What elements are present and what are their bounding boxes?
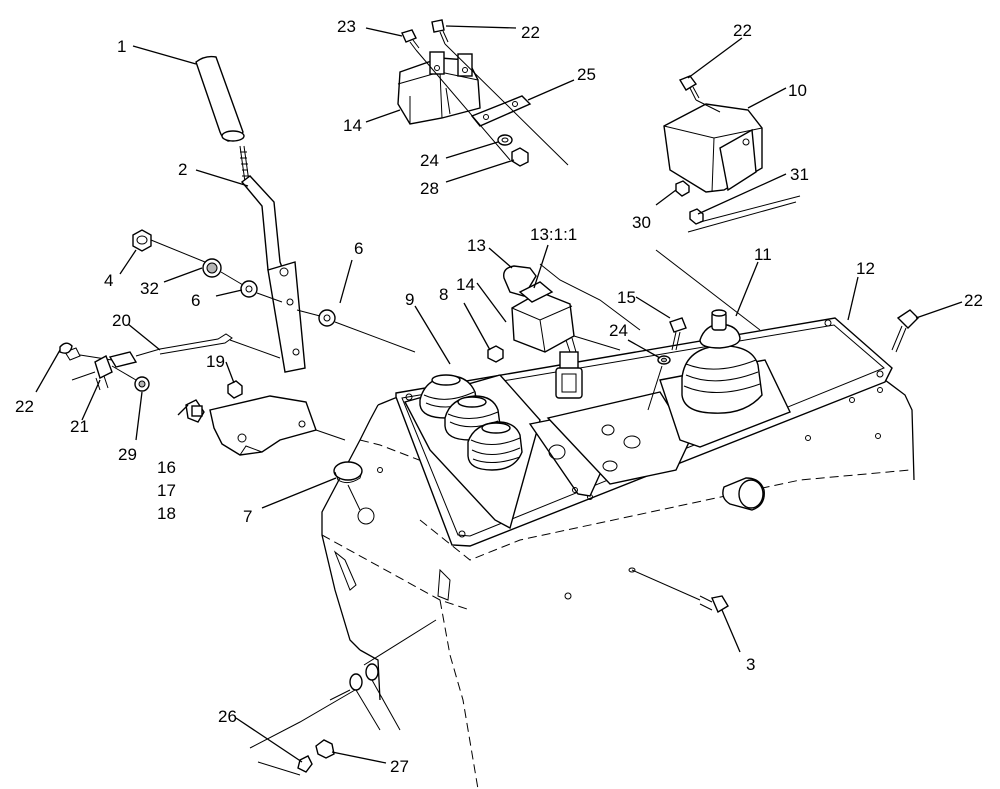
callout-17: 17	[157, 481, 176, 500]
bolt-15	[647, 317, 687, 411]
callout-6-right: 6	[354, 239, 363, 258]
callout-19: 19	[206, 352, 225, 371]
middle-plates	[528, 391, 691, 497]
switch-bracket	[185, 380, 346, 456]
callout-2: 2	[178, 160, 187, 179]
grip-1	[195, 55, 245, 142]
small-hardware-left	[132, 229, 416, 353]
callout-27: 27	[390, 757, 409, 776]
callout-13-1-1: 13:1:1	[530, 225, 577, 244]
callout-20: 20	[112, 311, 131, 330]
nut-8	[487, 345, 504, 363]
callout-13: 13	[467, 236, 486, 255]
callout-22-right: 22	[964, 291, 983, 310]
callout-7: 7	[243, 507, 252, 526]
callout-24-top: 24	[420, 151, 439, 170]
knob	[722, 477, 765, 511]
callout-4: 4	[104, 271, 113, 290]
lever-2	[229, 145, 306, 373]
callout-29: 29	[118, 445, 137, 464]
callout-6-left: 6	[191, 291, 200, 310]
callout-8: 8	[439, 285, 448, 304]
relay-13	[503, 263, 641, 399]
callout-22-top: 22	[521, 23, 540, 42]
bolt-22-right	[891, 309, 919, 353]
bolt-3	[628, 567, 729, 614]
linkage-rod-20	[59, 333, 233, 392]
relay-10	[655, 75, 801, 331]
callout-18: 18	[157, 504, 176, 523]
callout-22-left: 22	[15, 397, 34, 416]
control-housing	[321, 379, 915, 789]
callout-28: 28	[420, 179, 439, 198]
relay-pair-14	[397, 51, 532, 127]
screws-top	[401, 19, 569, 166]
callout-21: 21	[70, 417, 89, 436]
joystick-plate-left	[403, 374, 541, 530]
cables-bottom	[249, 619, 437, 776]
callout-25: 25	[577, 65, 596, 84]
callout-32: 32	[140, 279, 159, 298]
callout-14-top: 14	[343, 116, 362, 135]
plug-7	[333, 461, 363, 511]
callout-31: 31	[790, 165, 809, 184]
callout-15: 15	[617, 288, 636, 307]
boot-3	[467, 421, 523, 471]
callout-labels: 1 2 3 4 6 6 7 8 9 10 11 12 13 13:1:1 14 …	[15, 17, 983, 776]
callout-22-relay: 22	[733, 21, 752, 40]
callout-30: 30	[632, 213, 651, 232]
callout-26: 26	[218, 707, 237, 726]
callout-24-center: 24	[609, 321, 628, 340]
callout-3: 3	[746, 655, 755, 674]
callout-14-center: 14	[456, 275, 475, 294]
callout-9: 9	[405, 290, 414, 309]
leader-lines	[35, 25, 963, 764]
callout-10: 10	[788, 81, 807, 100]
joystick-plate-right	[659, 309, 791, 448]
callout-11: 11	[754, 245, 772, 264]
callout-1: 1	[117, 37, 126, 56]
callout-16: 16	[157, 458, 176, 477]
callout-12: 12	[856, 259, 875, 278]
callout-23: 23	[337, 17, 356, 36]
